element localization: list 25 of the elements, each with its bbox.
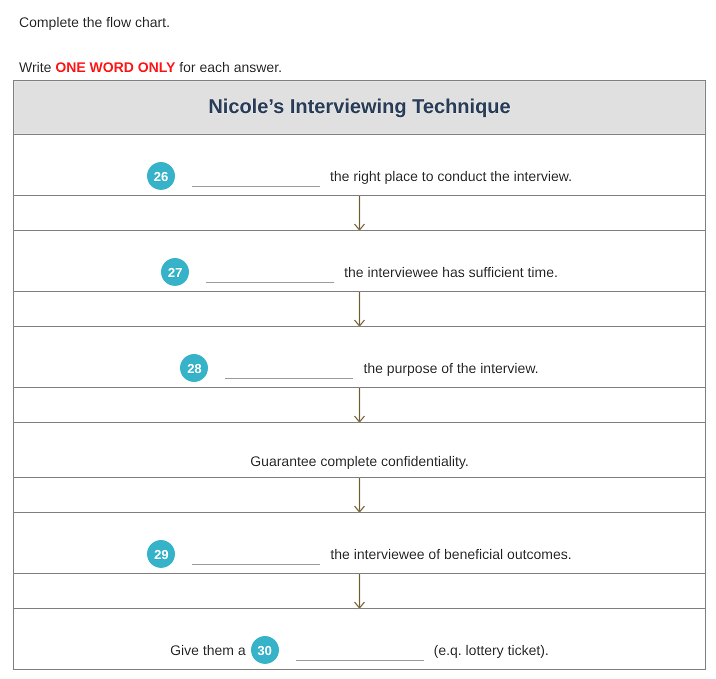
question-number: 27 (161, 258, 190, 286)
question-number: 30 (250, 636, 279, 664)
step-text: the interviewee has sufficient time. (344, 263, 558, 281)
flow-step (13, 422, 706, 478)
flow-step (13, 512, 706, 574)
step-text: the interviewee of beneficial outcomes. (330, 545, 572, 563)
flow-arrow (354, 388, 366, 423)
question-number: 28 (180, 354, 208, 382)
step-text: the purpose of the interview. (363, 359, 539, 377)
table-title: Nicole’s Interviewing Technique (208, 96, 511, 119)
flow-arrow (354, 196, 366, 231)
step-text: Give them a (170, 641, 246, 659)
step-text: Guarantee complete confidentiality. (250, 452, 469, 470)
question-number: 26 (146, 162, 175, 190)
question-number: 29 (147, 540, 176, 568)
instruction-text: Write ONE WORD ONLY for each answer. (19, 58, 282, 76)
flow-step (13, 326, 706, 388)
flow-arrow (354, 574, 366, 609)
step-text: (e.q. lottery ticket). (434, 641, 549, 659)
flow-arrow (354, 478, 366, 513)
table-header (13, 80, 706, 135)
step-text: the right place to conduct the interview. (330, 167, 572, 185)
instruction-text: Complete the flow chart. (19, 13, 170, 31)
flow-step (13, 230, 706, 292)
flow-arrow (354, 292, 366, 327)
